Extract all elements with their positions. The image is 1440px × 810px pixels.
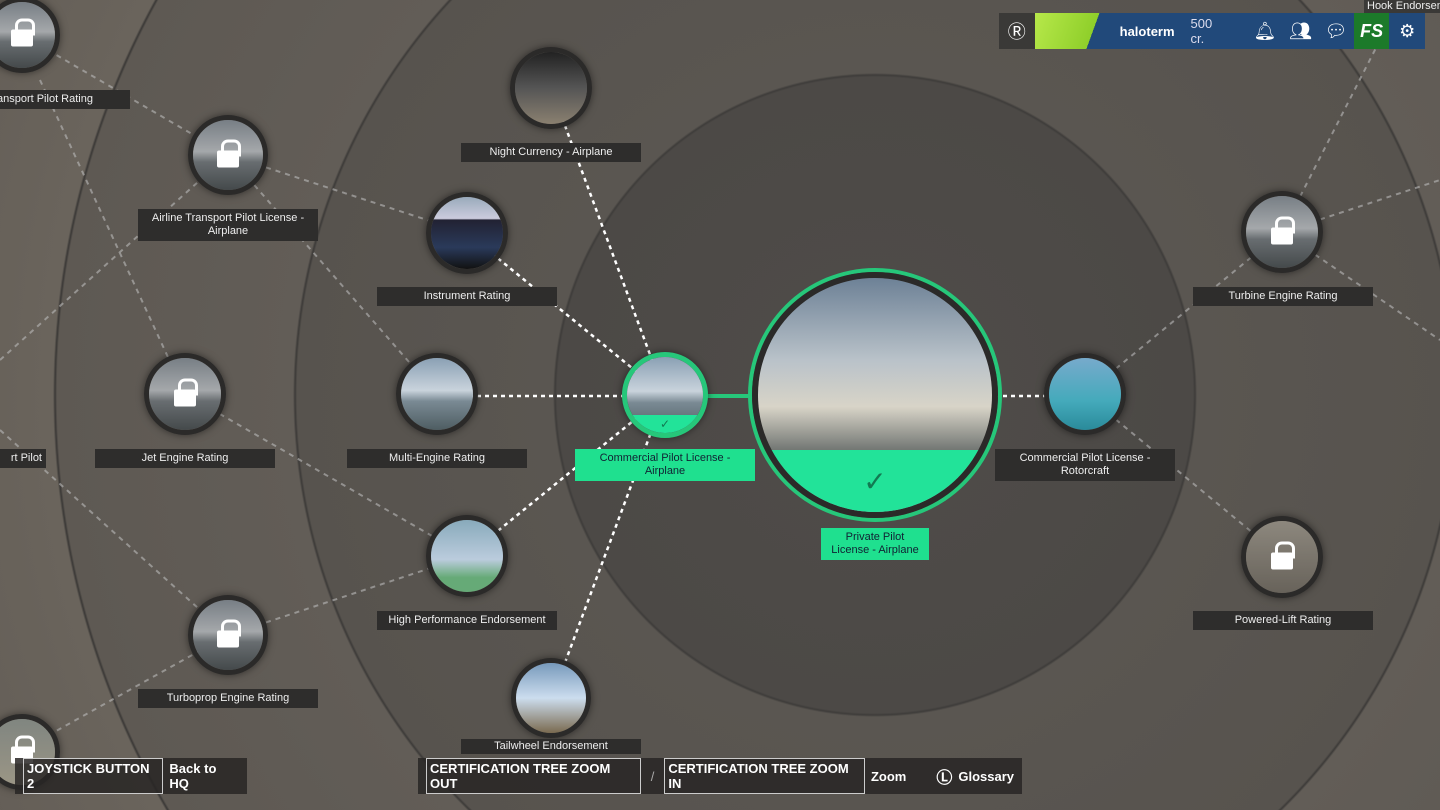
key-hint: JOYSTICK BUTTON 2 xyxy=(23,758,164,794)
node-label: Powered-Lift Rating xyxy=(1193,611,1373,630)
rank-icon[interactable]: Ⓡ xyxy=(999,13,1035,49)
link xyxy=(549,394,667,701)
node-tailwheel[interactable] xyxy=(511,658,591,738)
chat-icon[interactable]: 💬︎ xyxy=(1324,20,1348,41)
node-label: Jet Engine Rating xyxy=(95,449,275,468)
node-label: Private Pilot License - Airplane xyxy=(821,528,929,560)
node-label: Airline Transport Pilot License - Airpla… xyxy=(138,209,318,241)
lock-icon xyxy=(1271,541,1295,570)
node-private-airplane[interactable]: ✓ xyxy=(752,272,998,518)
zoom-label: Zoom xyxy=(870,768,907,784)
node-label: Commercial Pilot License - Airplane xyxy=(575,449,755,481)
node-label: Instrument Rating xyxy=(377,287,557,306)
node-label: High Performance Endorsement xyxy=(377,611,557,630)
link xyxy=(39,79,186,395)
lock-icon xyxy=(174,378,198,407)
node-label-partial: Hook Endorsem xyxy=(1364,0,1440,13)
node-label: Turbine Engine Rating xyxy=(1193,287,1373,306)
node-atpl-airplane[interactable] xyxy=(188,115,268,195)
zoom-controls: CERTIFICATION TREE ZOOM OUT / CERTIFICAT… xyxy=(418,758,1022,794)
lock-icon xyxy=(11,18,35,47)
marketplace-icon[interactable]: FS xyxy=(1353,13,1390,49)
node-commercial-rotorcraft[interactable] xyxy=(1044,353,1126,435)
back-label: Back to HQ xyxy=(169,761,217,791)
node-label: Transport Pilot Rating xyxy=(0,90,130,109)
link xyxy=(0,154,229,361)
back-to-hq-button[interactable]: JOYSTICK BUTTON 2 Back to HQ xyxy=(15,758,247,794)
zoom-out-button[interactable]: CERTIFICATION TREE ZOOM OUT xyxy=(426,758,641,794)
link xyxy=(1281,179,1440,233)
username[interactable]: haloterm xyxy=(1119,23,1175,39)
node-jet-engine[interactable] xyxy=(144,353,226,435)
node-atp-rating[interactable] xyxy=(0,0,60,73)
node-label: Multi-Engine Rating xyxy=(347,449,527,468)
separator: / xyxy=(650,768,655,784)
node-label: Commercial Pilot License - Rotorcraft xyxy=(995,449,1175,481)
check-icon: ✓ xyxy=(627,415,703,433)
node-turboprop[interactable] xyxy=(188,595,268,675)
node-high-performance[interactable] xyxy=(426,515,508,597)
node-label: Night Currency - Airplane xyxy=(461,143,641,162)
zoom-in-button[interactable]: CERTIFICATION TREE ZOOM IN xyxy=(664,758,865,794)
node-label: rt Pilot xyxy=(0,449,46,468)
top-bar: Ⓡ haloterm 500 cr. 🔔︎ 👥︎ 💬︎ FS ⚙ xyxy=(999,13,1425,49)
bell-icon[interactable]: 🔔︎ xyxy=(1253,20,1277,41)
node-multi-engine[interactable] xyxy=(396,353,478,435)
node-commercial-airplane[interactable]: ✓ xyxy=(622,352,708,438)
glossary-key-icon: Ⓛ xyxy=(936,770,953,787)
lock-icon xyxy=(1271,216,1295,245)
link xyxy=(184,393,468,557)
check-icon: ✓ xyxy=(758,450,992,512)
link xyxy=(227,154,468,234)
node-powered-lift[interactable] xyxy=(1241,516,1323,598)
glossary-button[interactable]: Glossary xyxy=(958,768,1014,784)
node-instrument[interactable] xyxy=(426,192,508,274)
lock-icon xyxy=(217,139,241,167)
friends-icon[interactable]: 👥︎ xyxy=(1289,20,1312,41)
link xyxy=(227,555,468,636)
profile-banner[interactable] xyxy=(1034,13,1114,49)
node-turbine[interactable] xyxy=(1241,191,1323,273)
credits: 500 cr. xyxy=(1190,16,1213,46)
gear-icon[interactable]: ⚙ xyxy=(1399,20,1416,41)
node-label: Tailwheel Endorsement xyxy=(461,739,641,754)
link xyxy=(227,154,438,395)
node-night-currency[interactable] xyxy=(510,47,592,129)
lock-icon xyxy=(217,619,241,647)
link xyxy=(549,87,667,396)
node-label: Turboprop Engine Rating xyxy=(138,689,318,708)
